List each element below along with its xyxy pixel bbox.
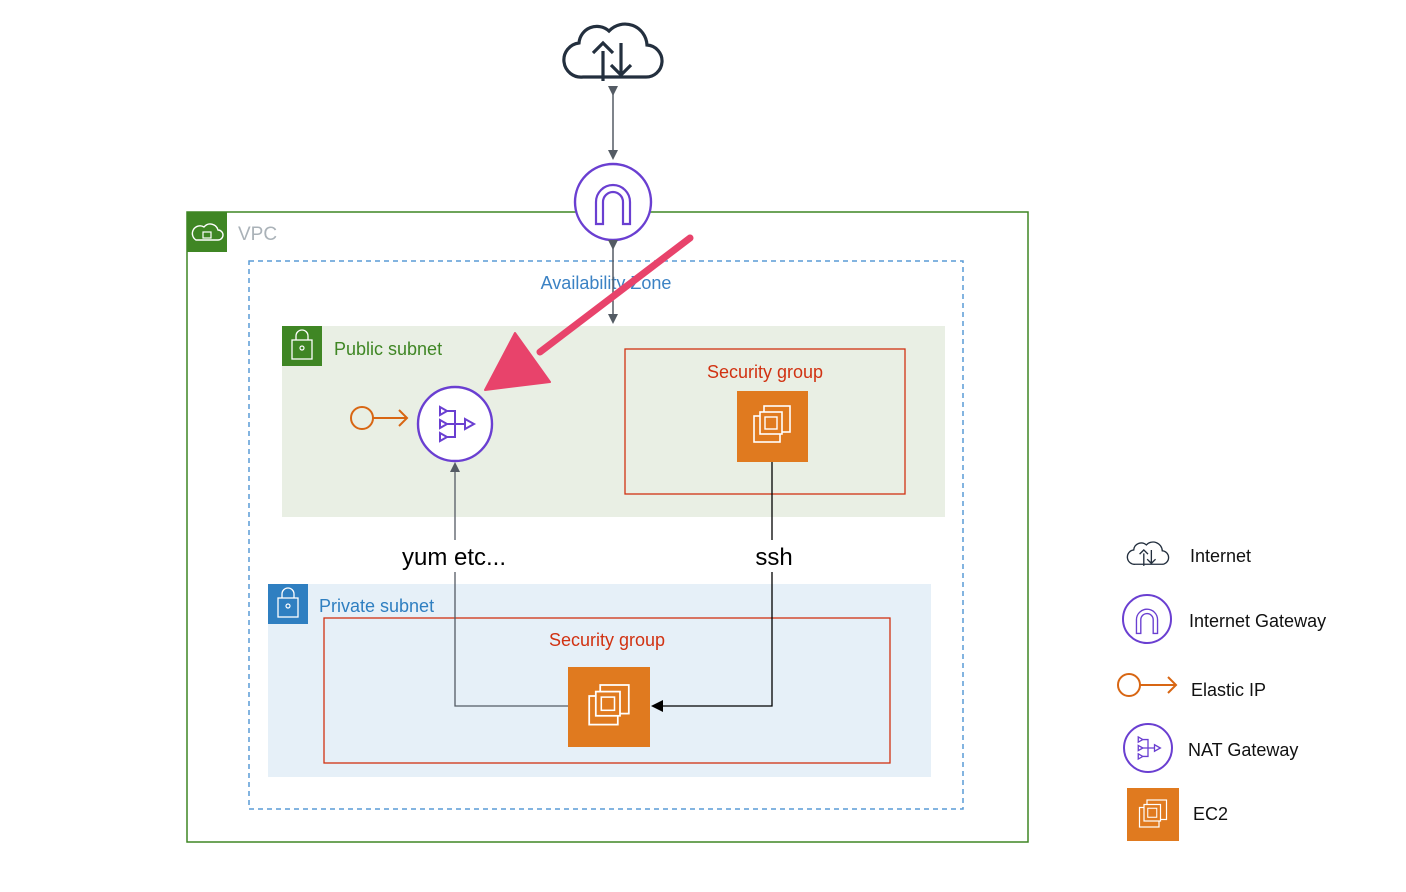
private-security-group bbox=[323, 617, 891, 764]
public-security-group bbox=[624, 348, 906, 495]
private-ec2-icon bbox=[568, 667, 650, 747]
vpc-icon bbox=[187, 212, 227, 252]
private-subnet-label: Private subnet bbox=[319, 596, 434, 616]
legend: Internet Internet Gateway Elastic IP NAT… bbox=[1117, 541, 1326, 841]
availability-zone-label: Availability Zone bbox=[541, 273, 672, 293]
public-security-group-label: Security group bbox=[707, 362, 823, 382]
legend-internet-gateway-icon bbox=[1122, 594, 1172, 644]
legend-ec2-label: EC2 bbox=[1193, 804, 1228, 824]
legend-ec2-icon bbox=[1127, 788, 1179, 841]
private-security-group-label: Security group bbox=[549, 630, 665, 650]
highlight-arrow bbox=[484, 234, 694, 391]
public-subnet-lock-icon bbox=[282, 326, 322, 366]
yum-edge-label: yum etc... bbox=[402, 544, 506, 571]
legend-nat-gateway-label: NAT Gateway bbox=[1188, 740, 1298, 760]
legend-internet-icon bbox=[1126, 541, 1170, 567]
ssh-edge-label: ssh bbox=[755, 544, 792, 571]
legend-internet-label: Internet bbox=[1190, 546, 1251, 566]
public-ec2-icon bbox=[737, 391, 808, 462]
legend-elastic-ip-label: Elastic IP bbox=[1191, 680, 1266, 700]
legend-internet-gateway-label: Internet Gateway bbox=[1189, 611, 1326, 631]
vpc-label: VPC bbox=[238, 224, 277, 245]
availability-zone-boundary bbox=[248, 260, 964, 810]
internet-cloud-icon bbox=[562, 22, 664, 83]
legend-elastic-ip-icon bbox=[1117, 673, 1178, 697]
elastic-ip-icon bbox=[350, 406, 409, 430]
public-subnet-label: Public subnet bbox=[334, 339, 442, 359]
public-subnet bbox=[282, 326, 945, 517]
internet-gateway-icon bbox=[573, 162, 653, 242]
private-subnet-lock-icon bbox=[268, 584, 308, 624]
